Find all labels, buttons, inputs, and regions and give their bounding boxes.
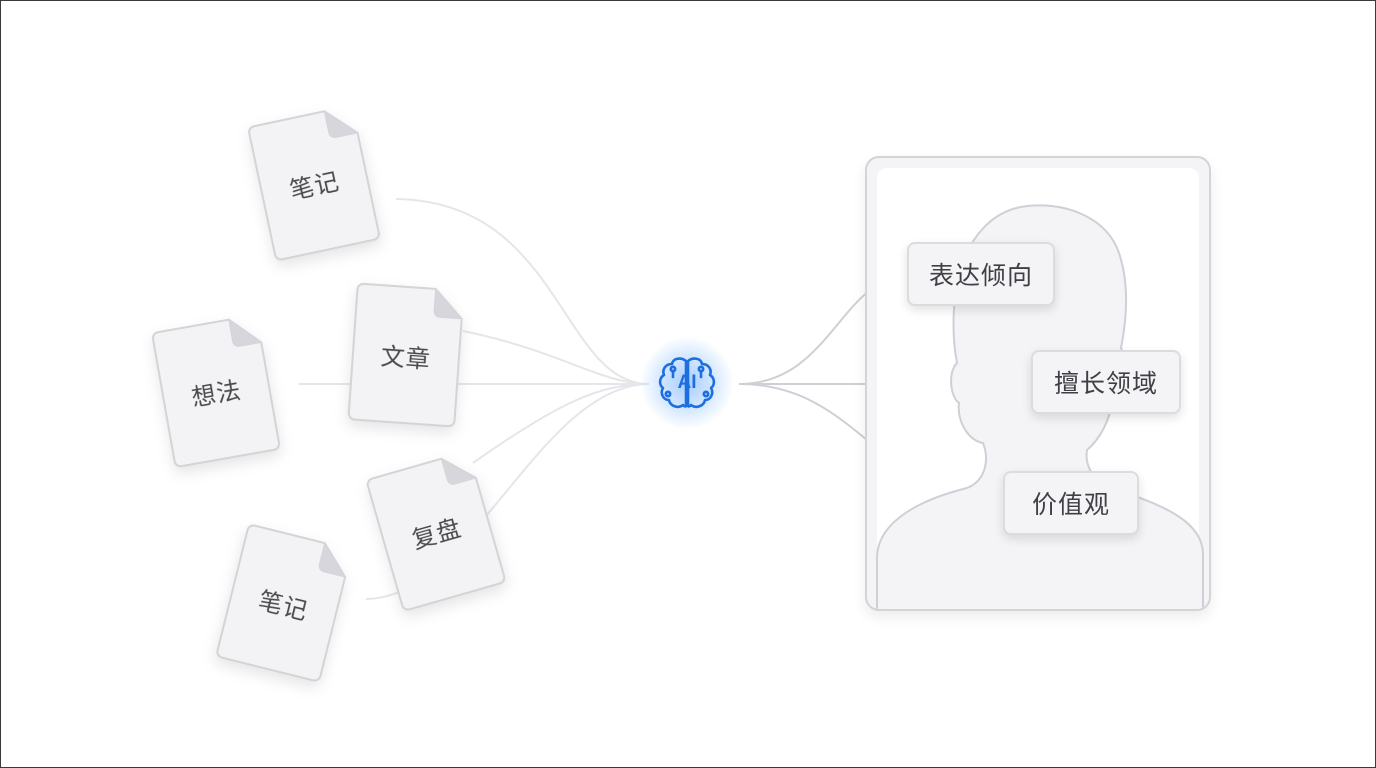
document-card: 复盘: [364, 449, 508, 614]
brain-icon: [658, 357, 716, 409]
ai-label: AI: [677, 372, 697, 393]
document-card: 笔记: [246, 103, 383, 263]
link-doc-4: [472, 383, 650, 464]
link-doc-1: [395, 198, 650, 385]
document-label: 文章: [379, 341, 432, 374]
ai-core: AI: [641, 337, 733, 429]
profile-tag: 表达倾向: [907, 242, 1055, 306]
document-icon: [216, 524, 347, 682]
document-icon: [248, 110, 380, 261]
profile-tag: 价值观: [1003, 471, 1139, 535]
document-icon: [152, 318, 280, 468]
document-icon: [366, 457, 506, 611]
document-icon: [347, 282, 463, 428]
document-card: 文章: [346, 281, 465, 428]
link-doc-3: [462, 330, 650, 385]
document-card: 笔记: [214, 522, 355, 684]
document-card: 想法: [150, 313, 283, 470]
profile-tag: 擅长领域: [1031, 350, 1181, 414]
